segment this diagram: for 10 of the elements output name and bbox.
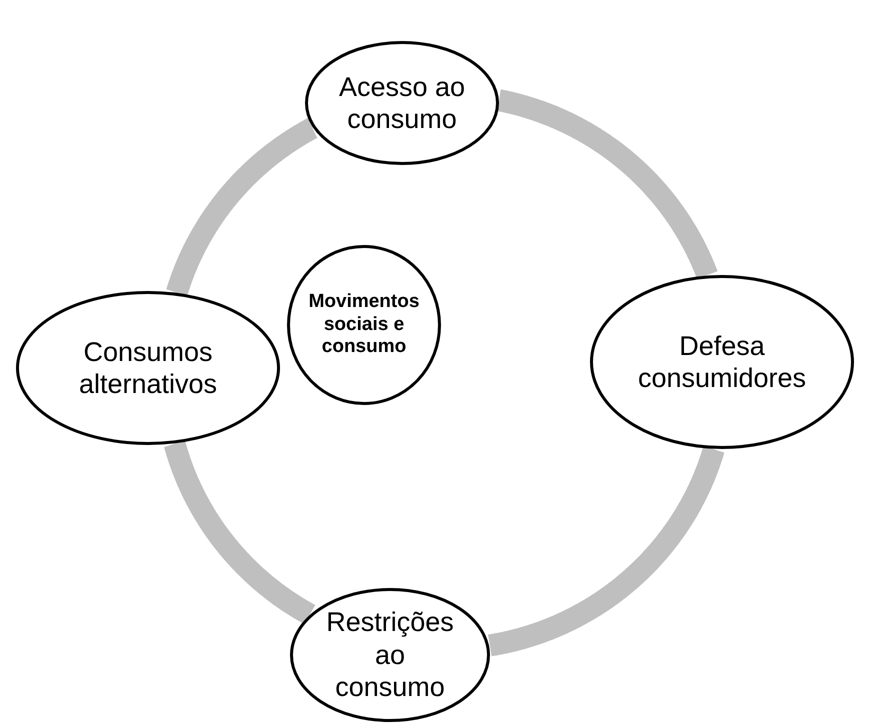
ellipse-node [590, 275, 854, 449]
ellipse-node [16, 291, 280, 445]
node-label: Restrições ao consumo [325, 606, 455, 704]
node-label: Defesa consumidores [636, 330, 808, 394]
node-label: Consumos alternativos [78, 336, 218, 400]
ellipse-node [290, 588, 490, 722]
ellipse-node [287, 245, 441, 405]
ellipse-node [305, 41, 499, 165]
node-label: Movimentos sociais e consumo [308, 290, 420, 360]
node-label: Acesso ao consumo [338, 70, 466, 136]
